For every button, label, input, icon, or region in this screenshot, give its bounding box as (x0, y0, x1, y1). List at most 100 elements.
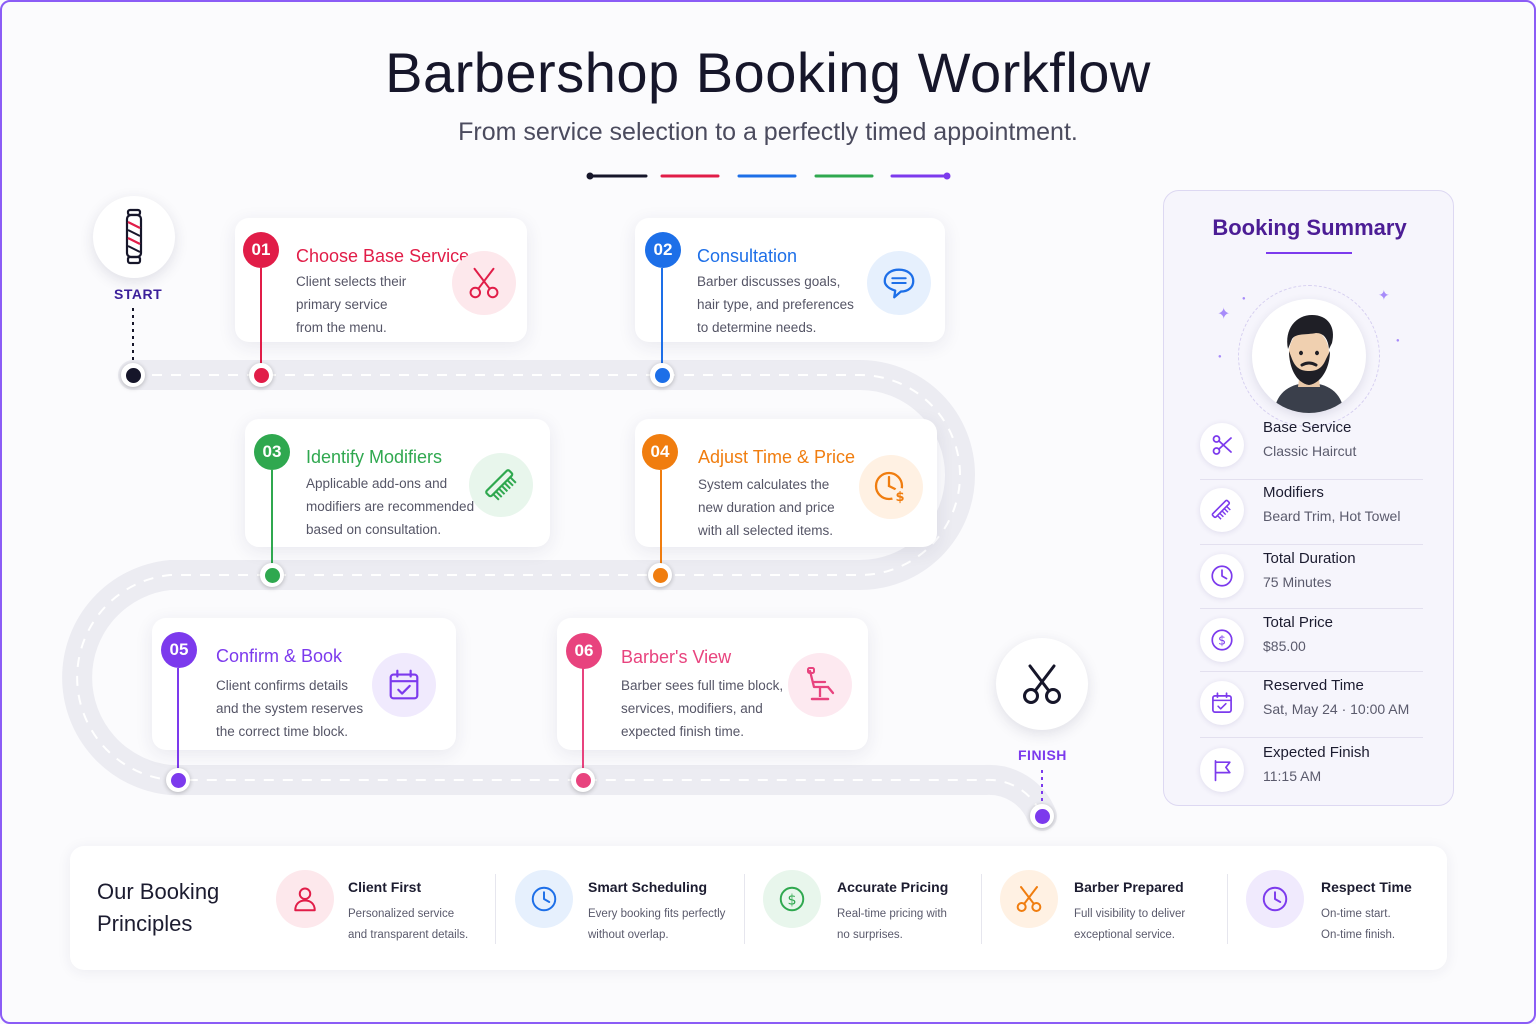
principle-desc-line: no surprises. (837, 929, 903, 941)
step-description: Client selects their primary service fro… (296, 270, 406, 339)
color-divider (586, 172, 951, 180)
summary-underline (1266, 252, 1352, 254)
principle-title: Respect Time (1321, 879, 1412, 895)
summary-value: Sat, May 24 · 10:00 AM (1263, 701, 1410, 717)
booking-principles-panel: Our Booking Principles Client First Pers… (70, 846, 1447, 970)
step-badge: 06 (566, 633, 602, 669)
principle-desc-line: On-time start. (1321, 908, 1391, 920)
scissors-icon (1023, 664, 1061, 704)
principle-description: Full visibility to deliver exceptional s… (1074, 904, 1234, 946)
step-card-05: 05 Confirm & Book Client confirms detail… (152, 618, 456, 750)
step-connector (177, 668, 179, 770)
principle-title: Accurate Pricing (837, 879, 949, 895)
principle-desc-line: and transparent details. (348, 929, 469, 941)
summary-label: Expected Finish (1263, 744, 1370, 761)
step-title: Identify Modifiers (306, 447, 443, 467)
step-dot-01 (249, 363, 273, 387)
step-connector (661, 268, 663, 364)
summary-title: Booking Summary (1212, 215, 1407, 240)
step-desc-line: System calculates the (698, 477, 830, 492)
principle-desc-line: On-time finish. (1321, 929, 1396, 941)
step-desc-line: Barber sees full time block, (621, 678, 784, 693)
summary-label: Reserved Time (1263, 677, 1364, 694)
scissors-icon (1200, 423, 1244, 467)
step-desc-line: Barber discusses goals, (697, 274, 841, 289)
comb-icon (1200, 488, 1244, 532)
step-dot-06 (571, 768, 595, 792)
step-desc-line: and the system reserves (216, 701, 364, 716)
summary-divider (1200, 544, 1423, 545)
step-title: Confirm & Book (216, 646, 343, 666)
step-desc-line: Applicable add-ons and (306, 476, 448, 491)
finish-dot (1030, 804, 1054, 828)
start-dot (121, 363, 145, 387)
svg-text:$: $ (1218, 634, 1226, 648)
step-description: System calculates the new duration and p… (698, 473, 835, 542)
step-desc-line: Client selects their (296, 274, 407, 289)
start-label: START (114, 286, 163, 302)
step-title: Adjust Time & Price (698, 447, 856, 467)
principles-title-line: Principles (97, 911, 193, 936)
step-badge: 02 (645, 232, 681, 268)
principles-title-line: Our Booking (97, 879, 220, 904)
principle-divider (495, 874, 496, 944)
calendar-check-icon (372, 653, 436, 717)
summary-row-base-service: Base Service Classic Haircut (1164, 415, 1455, 479)
principle-desc-line: exceptional service. (1074, 929, 1175, 941)
step-desc-line: the correct time block. (216, 724, 349, 739)
principle-divider (744, 874, 745, 944)
summary-row-modifiers: Modifiers Beard Trim, Hot Towel (1164, 480, 1455, 544)
chat-bubble-icon (867, 251, 931, 315)
step-card-01: 01 Choose Base Service Client selects th… (235, 218, 527, 342)
avatar-ring (1238, 285, 1380, 427)
summary-value: $85.00 (1263, 638, 1306, 654)
clock-dollar-icon: $ (859, 455, 923, 519)
step-desc-line: from the menu. (296, 320, 387, 335)
scissors-icon (1000, 870, 1058, 928)
dollar-icon: $ (763, 870, 821, 928)
sparkle-icon: ● (1218, 354, 1222, 360)
step-connector (271, 470, 273, 564)
step-description: Barber discusses goals, hair type, and p… (697, 270, 854, 339)
summary-row-reserved-time: Reserved Time Sat, May 24 · 10:00 AM (1164, 673, 1455, 737)
step-connector (582, 668, 584, 770)
principle-divider (1227, 874, 1228, 944)
finish-marker (996, 638, 1088, 730)
calendar-icon (1200, 681, 1244, 725)
svg-text:$: $ (895, 490, 904, 505)
principle-title: Smart Scheduling (588, 879, 708, 895)
principle-description: Real-time pricing with no surprises. (837, 904, 997, 946)
step-dot-04 (648, 563, 672, 587)
step-desc-line: to determine needs. (697, 320, 817, 335)
step-desc-line: modifiers are recommended (306, 499, 475, 514)
step-connector (260, 268, 262, 364)
step-card-03: 03 Identify Modifiers Applicable add-ons… (245, 419, 550, 547)
step-dot-03 (260, 563, 284, 587)
user-icon (276, 870, 334, 928)
principle-desc-line: Every booking fits perfectly (588, 908, 726, 920)
summary-divider (1200, 737, 1423, 738)
principle-desc-line: Real-time pricing with (837, 908, 947, 920)
summary-value: Beard Trim, Hot Towel (1263, 508, 1401, 524)
principle-description: Personalized service and transparent det… (348, 904, 508, 946)
principle-title: Barber Prepared (1074, 879, 1184, 895)
flag-icon (1200, 748, 1244, 792)
clock-icon (1246, 870, 1304, 928)
summary-value: 75 Minutes (1263, 574, 1332, 590)
step-card-06: 06 Barber's View Barber sees full time b… (557, 618, 868, 750)
finish-label: FINISH (1018, 747, 1067, 763)
step-desc-line: new duration and price (698, 500, 835, 515)
step-description: Client confirms details and the system r… (216, 674, 363, 743)
principle-desc-line: Full visibility to deliver (1074, 908, 1186, 920)
sparkle-icon: ● (1396, 338, 1400, 344)
barber-pole-icon (125, 208, 143, 265)
step-dot-02 (650, 363, 674, 387)
step-title: Barber's View (621, 647, 732, 667)
booking-summary-panel: Booking Summary ✦ ✦ ● ● ● (1163, 190, 1454, 806)
step-desc-line: primary service (296, 297, 388, 312)
page-title: Barbershop Booking Workflow (385, 41, 1151, 104)
summary-label: Base Service (1263, 419, 1352, 436)
summary-row-total-duration: Total Duration 75 Minutes (1164, 546, 1455, 610)
sparkle-icon: ✦ (1378, 287, 1390, 303)
summary-divider (1200, 671, 1423, 672)
